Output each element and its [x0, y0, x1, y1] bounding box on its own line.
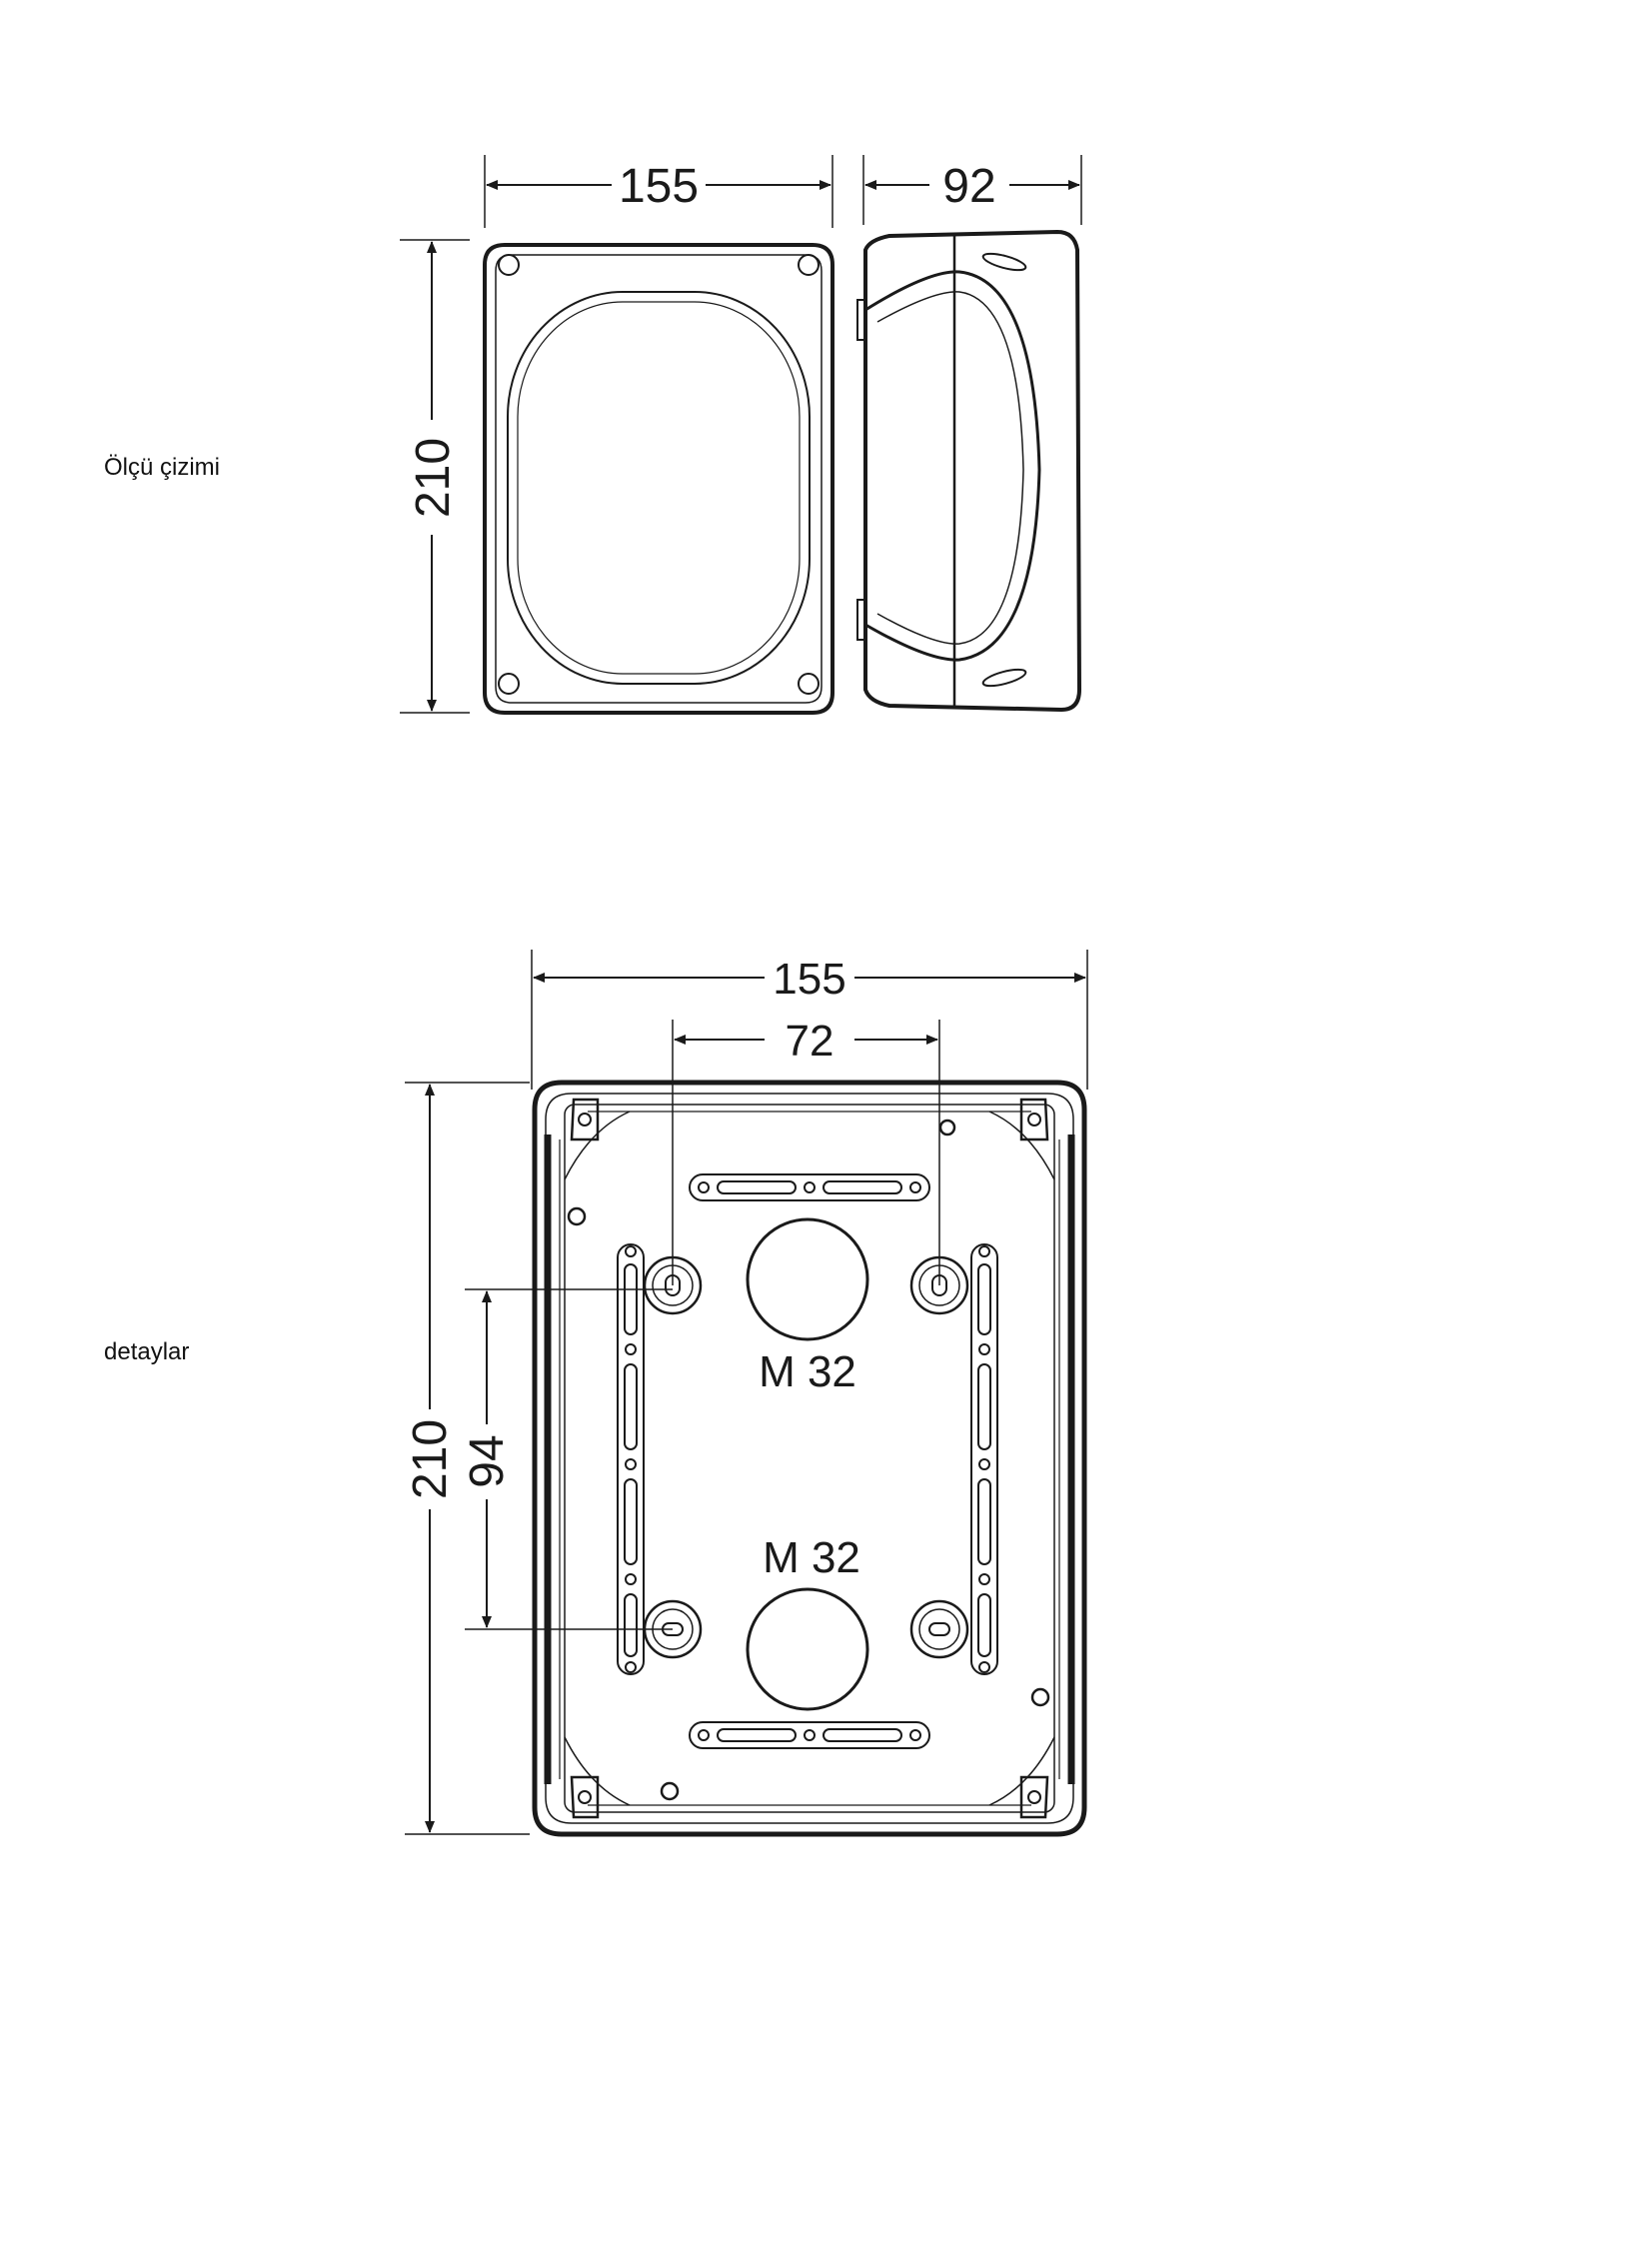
dim-label-bottom-inner-height: 94: [461, 1434, 514, 1487]
dim-label-depth: 92: [942, 160, 995, 213]
small-hole-icon: [938, 1119, 956, 1136]
top-front-view: [483, 243, 834, 715]
dim-top-depth: [862, 155, 1082, 225]
label-details: detaylar: [104, 1338, 190, 1365]
screw-hole-icon: [798, 254, 820, 276]
dim-top-height: [400, 239, 470, 714]
mounting-boss-icon: [909, 1599, 969, 1659]
knockout-bottom-icon: [746, 1587, 869, 1711]
dim-bottom-inner-height: [465, 1288, 673, 1630]
small-hole-icon: [660, 1781, 680, 1801]
screw-hole-icon: [498, 673, 520, 695]
knockout-top-icon: [746, 1217, 869, 1341]
bottom-detail-view: [532, 1080, 1087, 1837]
screw-hole-icon: [578, 1790, 592, 1804]
dim-label-bottom-width: 155: [773, 955, 845, 1004]
rail-right: [970, 1243, 998, 1675]
dim-label-height: 210: [407, 438, 460, 518]
dim-bottom-width: [531, 950, 1088, 1090]
dim-bottom-height: [405, 1082, 530, 1835]
entry-label-bottom: M 32: [763, 1533, 860, 1582]
entry-label-top: M 32: [759, 1347, 856, 1396]
screw-hole-icon: [578, 1113, 592, 1126]
dim-top-width: [484, 155, 833, 228]
dim-label-bottom-height: 210: [404, 1419, 457, 1499]
screw-hole-icon: [498, 254, 520, 276]
screw-hole-icon: [798, 673, 820, 695]
screw-hole-icon: [1027, 1113, 1041, 1126]
rail-top: [689, 1173, 930, 1201]
rail-bottom: [689, 1721, 930, 1749]
rail-left: [617, 1243, 645, 1675]
label-measure-drawing: Ölçü çizimi: [104, 454, 221, 481]
top-side-view: [856, 229, 1082, 713]
dim-label-bottom-inner-width: 72: [786, 1017, 834, 1066]
small-hole-icon: [1030, 1687, 1050, 1707]
screw-hole-icon: [1027, 1790, 1041, 1804]
dim-bottom-inner-width: [672, 1020, 940, 1285]
small-hole-icon: [567, 1206, 587, 1226]
dim-label-width: 155: [619, 160, 699, 213]
